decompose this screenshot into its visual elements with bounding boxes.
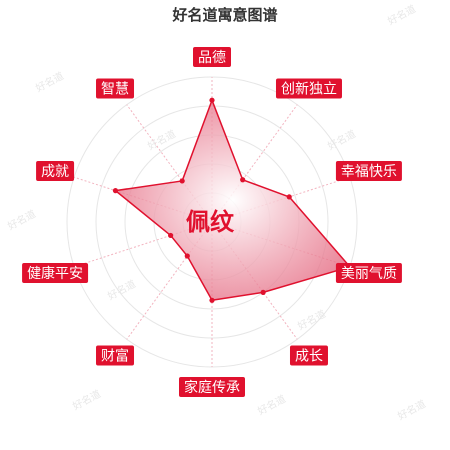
- data-point: [184, 253, 190, 259]
- category-label-text: 幸福快乐: [341, 164, 397, 180]
- watermark-text: 好名道: [105, 277, 138, 303]
- category-label-box: [193, 47, 231, 67]
- data-point: [209, 297, 215, 303]
- watermark-text: 好名道: [395, 397, 428, 423]
- category-label-text: 品德: [198, 50, 226, 66]
- category-label: 美丽气质: [335, 262, 402, 283]
- category-label-box: [96, 78, 135, 99]
- watermark-text: 好名道: [295, 307, 328, 333]
- category-label-text: 美丽气质: [341, 266, 397, 282]
- category-label-box: [275, 78, 342, 99]
- data-point: [260, 289, 266, 295]
- category-label-box: [96, 345, 135, 366]
- series-area: [114, 99, 351, 302]
- center-name-label: 佩纹: [186, 208, 235, 236]
- watermark-text: 好名道: [385, 2, 418, 28]
- category-label: 成长: [289, 345, 328, 366]
- category-label-text: 成长: [295, 348, 323, 364]
- category-label-text: 创新独立: [281, 82, 337, 98]
- category-label: 成就: [36, 161, 75, 182]
- category-label: 创新独立: [275, 78, 342, 99]
- watermark-text: 好名道: [70, 387, 103, 413]
- category-label: 幸福快乐: [335, 161, 402, 182]
- category-label-text: 成就: [41, 164, 69, 180]
- category-label-text: 家庭传承: [184, 379, 240, 396]
- category-label-text: 财富: [101, 347, 129, 364]
- category-label: 品德: [193, 47, 231, 67]
- data-point: [168, 232, 174, 239]
- category-label-box: [335, 262, 402, 283]
- category-label-text: 健康平安: [27, 265, 83, 282]
- category-label-box: [179, 377, 245, 397]
- data-point: [240, 177, 246, 183]
- watermark-text: 好名道: [145, 127, 178, 153]
- category-label: 健康平安: [22, 262, 89, 283]
- category-label: 智慧: [96, 78, 135, 99]
- watermark-text: 好名道: [255, 392, 288, 418]
- category-label-box: [22, 262, 89, 283]
- category-label-text: 智慧: [101, 82, 129, 98]
- data-point: [179, 178, 185, 184]
- category-label: 家庭传承: [179, 377, 245, 397]
- category-label-box: [335, 161, 402, 182]
- category-label: 财富: [96, 345, 135, 366]
- watermark-text: 好名道: [325, 127, 358, 153]
- watermark-text: 好名道: [5, 207, 38, 233]
- data-point: [112, 188, 119, 194]
- watermark-text: 好名道: [33, 69, 66, 95]
- data-point: [209, 97, 215, 103]
- data-point: [286, 194, 292, 200]
- category-label-box: [36, 161, 75, 182]
- chart-title: 好名道寓意图谱: [172, 6, 278, 24]
- category-label-box: [289, 345, 328, 366]
